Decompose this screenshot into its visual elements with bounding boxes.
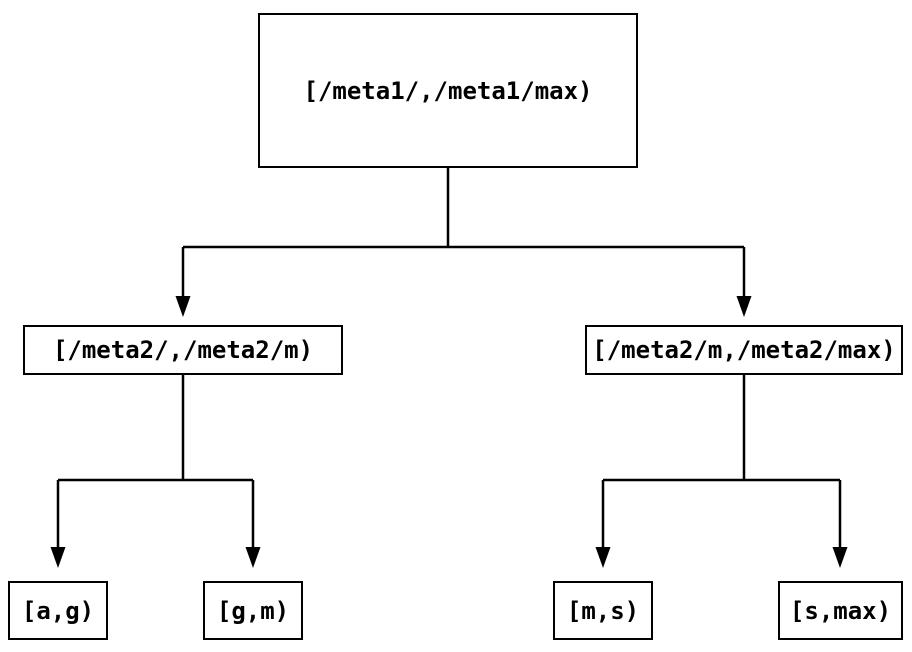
tree-node-meta2-low-label: [/meta2/,/meta2/m) — [52, 336, 314, 364]
tree-node-leaf-gm-label: [g,m) — [216, 596, 290, 625]
tree-node-meta2-low: [/meta2/,/meta2/m) — [23, 325, 343, 375]
arrowhead-down-icon — [245, 547, 261, 568]
tree-node-leaf-ms: [m,s) — [553, 581, 653, 640]
tree-node-meta2-high: [/meta2/m,/meta2/max) — [585, 325, 903, 375]
tree-node-leaf-ms-label: [m,s) — [566, 596, 640, 625]
arrowhead-down-icon — [595, 547, 611, 568]
tree-node-leaf-gm: [g,m) — [203, 581, 303, 640]
tree-node-leaf-ag: [a,g) — [8, 581, 108, 640]
tree-node-leaf-ag-label: [a,g) — [21, 596, 95, 625]
tree-node-root: [/meta1/,/meta1/max) — [258, 13, 638, 168]
arrowhead-down-icon — [832, 547, 848, 568]
arrowhead-down-icon — [736, 296, 752, 317]
arrowhead-down-icon — [50, 547, 66, 568]
tree-node-meta2-high-label: [/meta2/m,/meta2/max) — [592, 336, 896, 364]
arrowhead-down-icon — [175, 296, 191, 317]
tree-node-leaf-smax: [s,max) — [778, 581, 903, 640]
tree-node-root-label: [/meta1/,/meta1/max) — [303, 76, 593, 105]
tree-node-leaf-smax-label: [s,max) — [789, 596, 892, 625]
